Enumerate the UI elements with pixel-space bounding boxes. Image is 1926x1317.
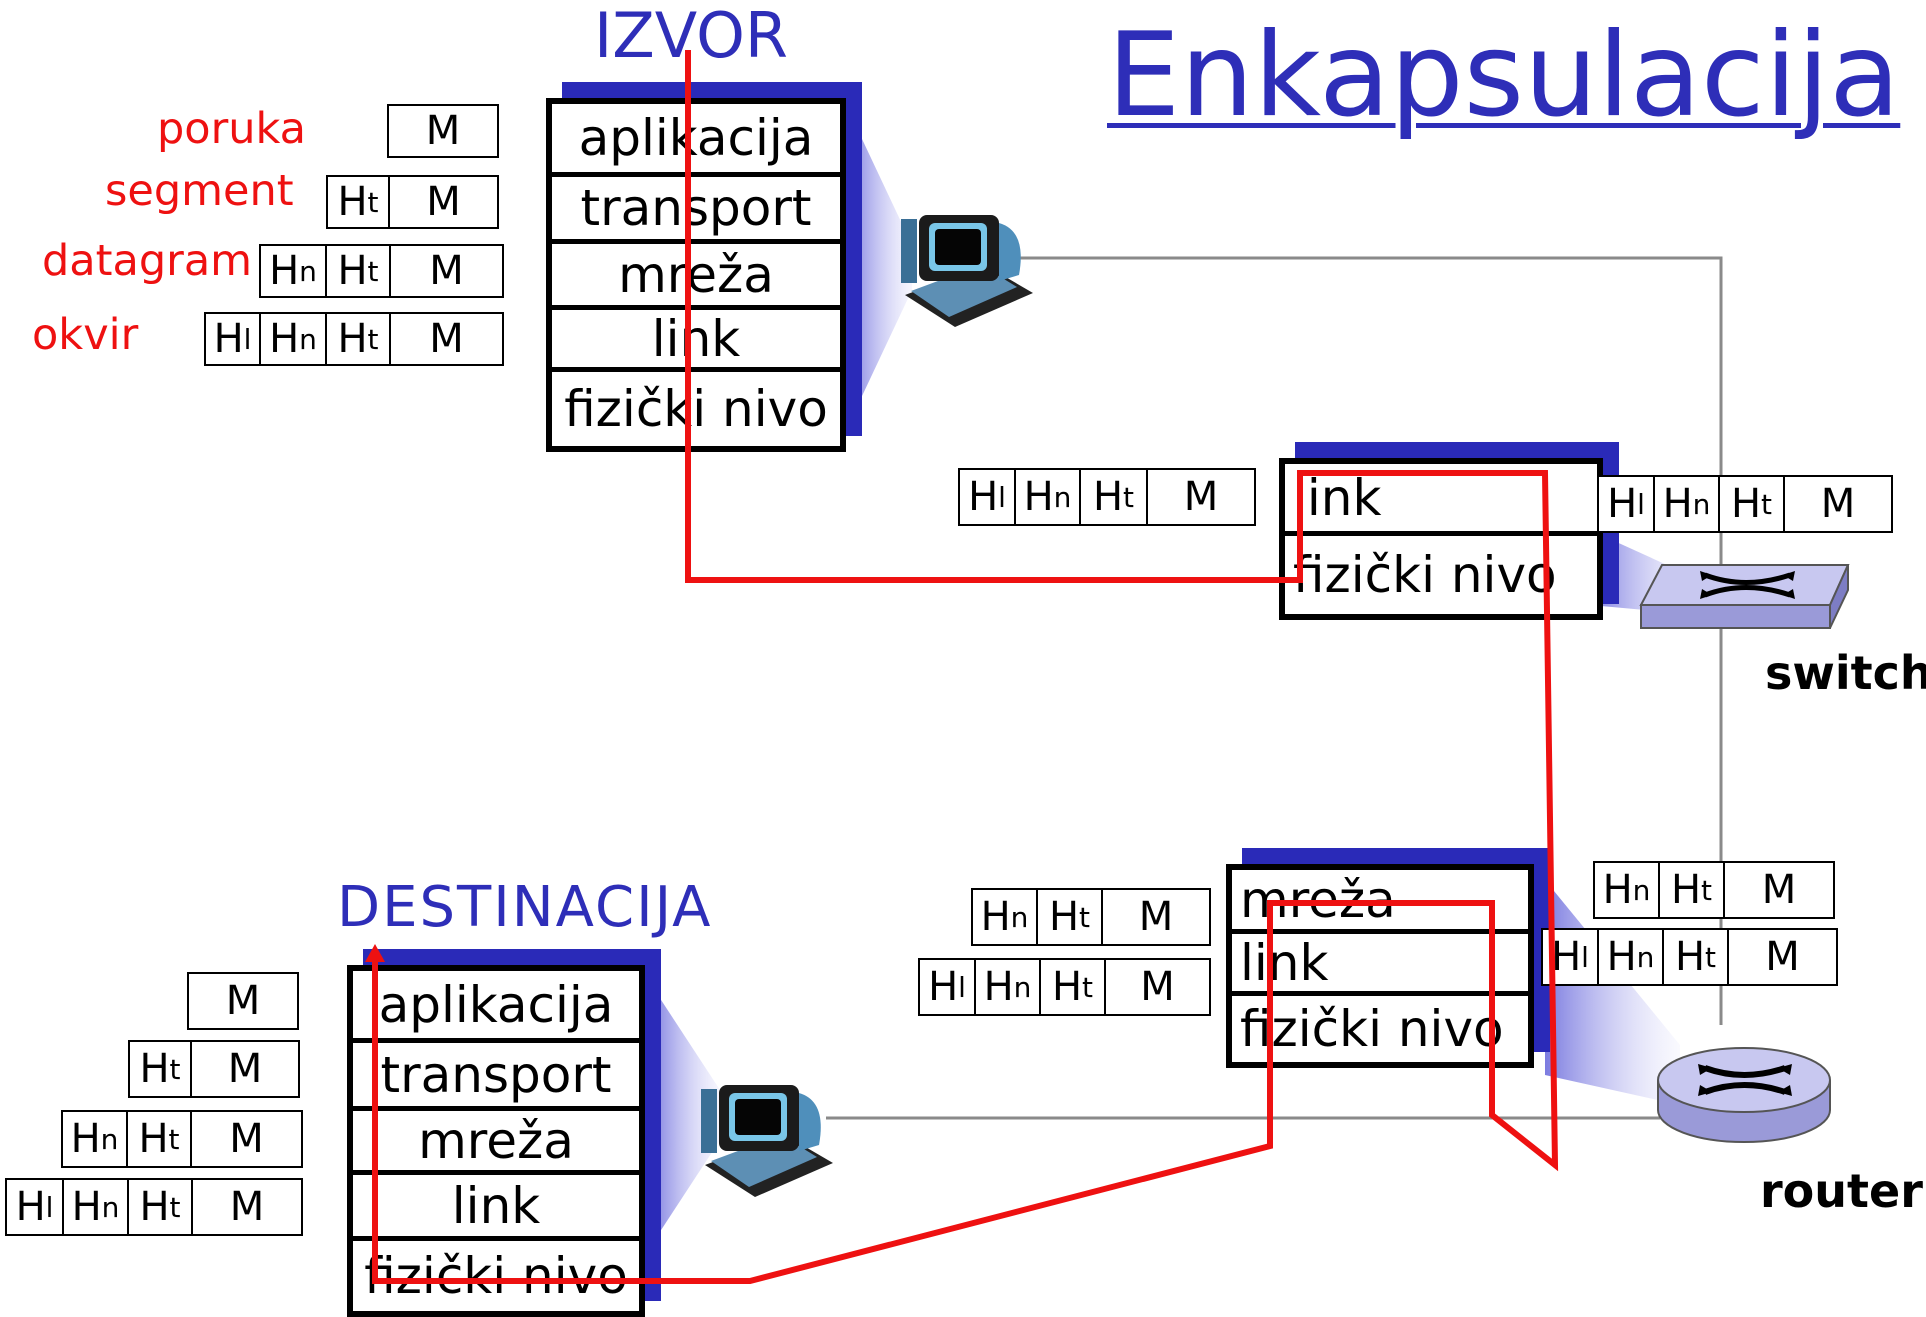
legend-message-label: poruka <box>157 104 307 154</box>
packet-message-cell: M <box>190 1110 303 1168</box>
legend-segment-label: segment <box>105 166 294 216</box>
destination-layer-transport: transport <box>353 1043 639 1111</box>
red-path-line <box>372 50 1559 1284</box>
red-path-arrowhead <box>365 944 385 962</box>
source-layer-application: aplikacija <box>552 104 840 177</box>
source-layer-transport: transport <box>552 177 840 244</box>
packet-message-cell: M <box>389 312 504 366</box>
router-layer-link: link <box>1232 934 1528 996</box>
source-layer-network: mreža <box>552 244 840 310</box>
legend-frame-label: okvir <box>32 310 139 360</box>
packet-message-cell: M <box>1723 861 1835 919</box>
switch-layer-physical: fizički nivo <box>1293 546 1557 604</box>
destination-message-packet: M <box>187 972 299 1030</box>
switch-protocol-stack: link fizički nivo <box>1279 458 1603 620</box>
destination-beam <box>648 980 720 1250</box>
legend-datagram-label: datagram <box>42 236 253 286</box>
source-beam <box>846 105 912 430</box>
router-layer-physical: fizički nivo <box>1240 1000 1504 1058</box>
source-layer-link: link <box>552 310 840 372</box>
page-title: Enkapsulacija <box>1107 8 1901 143</box>
packet-message-cell: M <box>1101 888 1211 946</box>
router-protocol-stack: mreža link fizički nivo <box>1226 864 1534 1068</box>
source-layer-physical: fizički nivo <box>564 380 828 438</box>
destination-layer-network: mreža <box>353 1111 639 1175</box>
router-layer-network: mreža <box>1232 870 1528 934</box>
legend-message-packet: M <box>387 104 499 158</box>
packet-message-cell: M <box>387 104 499 158</box>
packet-message-cell: M <box>1727 928 1838 986</box>
packet-message-cell: M <box>187 972 299 1030</box>
packet-message-cell: M <box>388 175 499 229</box>
destination-protocol-stack: aplikacija transport mreža link fizički … <box>347 965 645 1317</box>
packet-message-cell: M <box>1104 958 1211 1016</box>
packet-message-cell: M <box>1783 475 1893 533</box>
router-label: router <box>1760 1164 1923 1218</box>
source-computer-icon <box>901 215 1033 327</box>
destination-title: DESTINACIJA <box>337 875 713 940</box>
router-icon <box>1657 1047 1831 1143</box>
destination-layer-link: link <box>353 1175 639 1241</box>
packet-message-cell: M <box>389 244 504 298</box>
packet-message-cell: M <box>190 1040 300 1098</box>
destination-layer-application: aplikacija <box>353 971 639 1043</box>
destination-layer-physical: fizički nivo <box>364 1247 628 1305</box>
destination-computer-icon <box>701 1085 833 1197</box>
packet-message-cell: M <box>191 1178 303 1236</box>
packet-message-cell: M <box>1146 468 1256 526</box>
switch-icon <box>1639 564 1850 629</box>
switch-layer-link: link <box>1285 464 1597 536</box>
source-protocol-stack: aplikacija transport mreža link fizički … <box>546 98 846 452</box>
switch-label: switch <box>1765 646 1926 700</box>
network-link-lines <box>826 256 1723 1120</box>
